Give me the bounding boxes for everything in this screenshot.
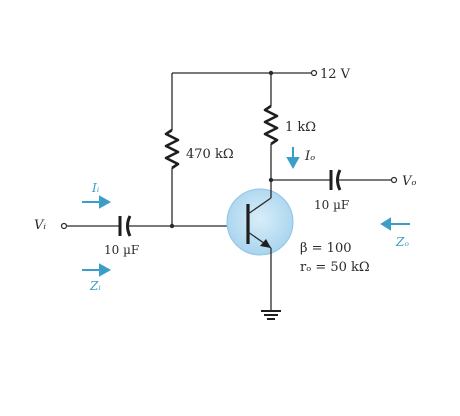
input-capacitor-label: 10 µF — [104, 243, 139, 257]
beta-label: β = 100 — [300, 241, 352, 256]
base-resistor: 470 kΩ — [164, 73, 234, 226]
emitter-arrow-icon — [260, 239, 271, 248]
output-terminal — [390, 176, 398, 184]
base-resistor-label: 470 kΩ — [186, 147, 234, 162]
supply-label: 12 V — [320, 67, 351, 82]
input-current-arrow: Iᵢ — [82, 181, 112, 209]
input-capacitor: Vᵢ 10 µF — [34, 215, 172, 257]
supply-rail: 12 V — [172, 67, 351, 82]
input-current-label: Iᵢ — [91, 181, 100, 195]
output-current-arrow: Iₒ — [286, 147, 315, 170]
output-capacitor-label: 10 µF — [314, 198, 349, 212]
ground-icon — [261, 310, 281, 320]
collector-resistor: 1 kΩ — [263, 73, 316, 180]
npn-transistor — [226, 180, 294, 310]
collector-resistor-label: 1 kΩ — [285, 120, 316, 135]
output-current-label: Iₒ — [304, 149, 315, 164]
transistor-collector-lead — [247, 197, 272, 215]
output-capacitor: Vₒ 10 µF — [268, 169, 416, 212]
output-node-label: Vₒ — [402, 174, 416, 189]
transistor-body — [226, 188, 294, 256]
supply-terminal — [310, 69, 318, 77]
transistor-parameters: β = 100 rₒ = 50 kΩ — [300, 241, 370, 275]
output-impedance-arrow: Zₒ — [380, 217, 410, 249]
ro-label: rₒ = 50 kΩ — [300, 260, 370, 275]
input-impedance-arrow: Zᵢ — [82, 263, 112, 293]
output-impedance-label: Zₒ — [395, 235, 409, 249]
input-terminal — [60, 222, 68, 230]
input-impedance-label: Zᵢ — [89, 279, 101, 293]
input-node-label: Vᵢ — [34, 218, 46, 233]
